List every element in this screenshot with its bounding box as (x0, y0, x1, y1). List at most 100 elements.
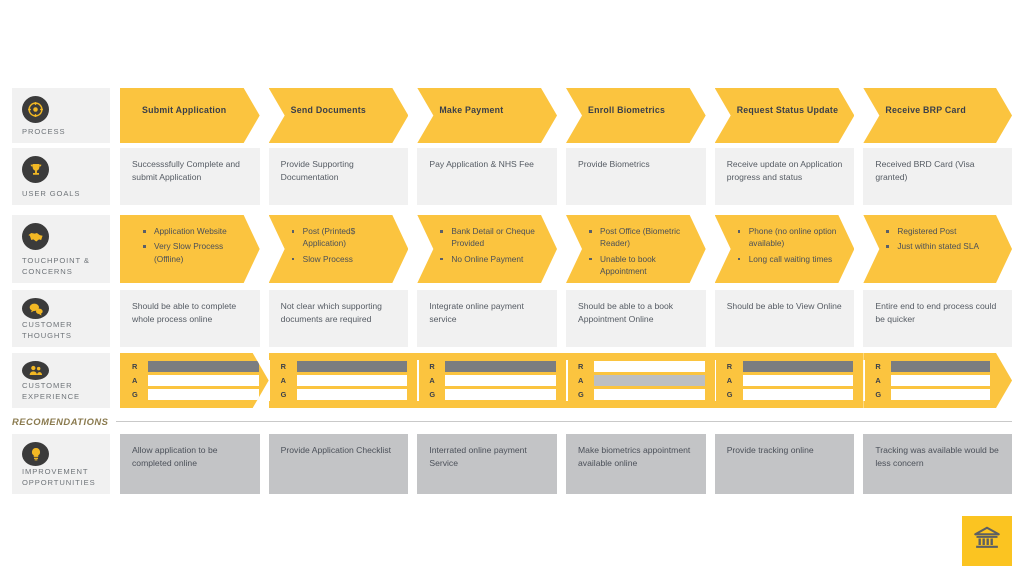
rag-divider (714, 360, 717, 401)
rag-bar-g (742, 388, 854, 400)
experience-cell[interactable]: R A G (714, 353, 864, 408)
thought-card: Integrate online payment service (417, 290, 558, 347)
row-label-text: TOUCHPOINT & CONCERNS (22, 256, 90, 276)
process-chevron[interactable]: Submit Application (120, 88, 260, 143)
improvement-card: Allow application to be completed online (120, 434, 260, 494)
experience-cell[interactable]: R A G (417, 353, 567, 408)
thought-cell[interactable]: Integrate online payment service (417, 290, 566, 347)
user-goal-card: Pay Application & NHS Fee (417, 148, 558, 205)
people-group-icon (22, 361, 49, 380)
rag-meter[interactable]: R A G (120, 353, 269, 408)
row-label-improvement-opportunities: IMPROVEMENT OPPORTUNITIES (12, 434, 110, 494)
rag-row-g: G (578, 388, 705, 400)
thought-card: Entire end to end process could be quick… (863, 290, 1013, 347)
improvement-card: Interrated online payment Service (417, 434, 558, 494)
row-customer-thoughts: CUSTOMER THOUGHTS Should be able to comp… (12, 290, 1013, 347)
rag-key: G (578, 389, 584, 399)
rag-key: R (875, 362, 881, 372)
rag-bar-g (148, 389, 259, 400)
improvement-cell[interactable]: Provide Application Checklist (268, 434, 418, 494)
rag-row-a: A (727, 375, 854, 387)
process-cell[interactable]: Make Payment (417, 88, 566, 143)
thought-cell[interactable]: Should be able to a book Appointment Onl… (566, 290, 715, 347)
rag-meter[interactable]: R A G (268, 353, 418, 408)
experience-cell[interactable]: R A G (120, 353, 269, 408)
touchpoint-cell[interactable]: Application Website Very Slow Process (O… (120, 215, 269, 283)
process-cycle-icon (22, 96, 49, 123)
touchpoint-cell[interactable]: Bank Detail or Cheque Provided No Online… (417, 215, 566, 283)
process-cell[interactable]: Request Status Update (715, 88, 864, 143)
process-chevron[interactable]: Make Payment (417, 88, 557, 143)
touchpoint-cell[interactable]: Post (Printed$ Application) Slow Process (269, 215, 418, 283)
improvement-cell[interactable]: Make biometrics appointment available on… (566, 434, 715, 494)
list-item: Unable to book Appointment (588, 253, 692, 278)
row-label-user-goals: USER GOALS (12, 148, 110, 205)
experience-cell[interactable]: R A G (863, 353, 1012, 408)
rag-key: A (875, 376, 881, 385)
rag-row-r: R (132, 361, 259, 373)
rag-meter[interactable]: R A G (714, 353, 864, 408)
row-process: PROCESS Submit Application Send Document… (12, 88, 1012, 143)
user-goal-cell[interactable]: Successsfully Complete and submit Applic… (120, 148, 269, 205)
improvement-card: Make biometrics appointment available on… (566, 434, 706, 494)
list-item: Slow Process (291, 253, 395, 265)
row-user-goals: USER GOALS Successsfully Complete and su… (12, 148, 1013, 205)
rag-bar-r (594, 361, 705, 373)
row-customer-experience-cells: R A G R (120, 353, 1012, 408)
process-cell[interactable]: Send Documents (269, 88, 418, 143)
touchpoint-list: Registered Post Just within stated SLA (877, 225, 998, 253)
row-customer-experience: CUSTOMER EXPERIENCE R A G (12, 353, 1012, 408)
process-cell[interactable]: Enroll Biometrics (566, 88, 715, 143)
touchpoint-cell[interactable]: Registered Post Just within stated SLA (863, 215, 1012, 283)
thought-cell[interactable]: Should be able to View Online (714, 290, 864, 347)
user-goal-cell[interactable]: Received BRD Card (Visa granted) (863, 148, 1013, 205)
touchpoint-chevron[interactable]: Phone (no online option available) Long … (715, 215, 855, 283)
thought-cell[interactable]: Should be able to complete whole process… (120, 290, 269, 347)
process-chevron[interactable]: Request Status Update (715, 88, 855, 143)
touchpoint-chevron[interactable]: Post Office (Biometric Reader) Unable to… (566, 215, 706, 283)
process-chevron[interactable]: Send Documents (269, 88, 409, 143)
rag-meter[interactable]: R A G (863, 353, 1012, 408)
list-item: Very Slow Process (Offline) (142, 240, 246, 265)
bank-building-icon (972, 524, 1002, 559)
touchpoint-list: Post Office (Biometric Reader) Unable to… (580, 225, 692, 278)
thought-cell[interactable]: Entire end to end process could be quick… (863, 290, 1013, 347)
rag-key: A (726, 376, 733, 385)
row-label-text: IMPROVEMENT OPPORTUNITIES (22, 467, 96, 487)
user-goal-cell[interactable]: Provide Biometrics (566, 148, 715, 205)
process-cell[interactable]: Submit Application (120, 88, 269, 143)
improvement-cell[interactable]: Tracking was available would be less con… (863, 434, 1013, 494)
list-item: Post (Printed$ Application) (291, 225, 395, 250)
improvement-cell[interactable]: Provide tracking online (714, 434, 864, 494)
touchpoint-chevron[interactable]: Application Website Very Slow Process (O… (120, 215, 260, 283)
user-goal-cell[interactable]: Receive update on Application progress a… (714, 148, 864, 205)
rag-divider (417, 360, 419, 401)
stage-title: Receive BRP Card (885, 105, 966, 115)
process-chevron[interactable]: Enroll Biometrics (566, 88, 706, 143)
rag-row-g: G (132, 388, 259, 400)
user-goal-card: Received BRD Card (Visa granted) (863, 148, 1013, 205)
rag-key: R (578, 362, 584, 372)
bank-logo[interactable] (962, 516, 1012, 566)
process-cell[interactable]: Receive BRP Card (863, 88, 1012, 143)
thought-cell[interactable]: Not clear which supporting documents are… (268, 290, 418, 347)
rag-row-g: G (429, 388, 557, 400)
rag-meter[interactable]: R A G (566, 353, 715, 408)
user-goal-cell[interactable]: Pay Application & NHS Fee (417, 148, 566, 205)
experience-cell[interactable]: R A G (268, 353, 418, 408)
rag-bar-a (594, 375, 705, 386)
improvement-cell[interactable]: Allow application to be completed online (120, 434, 269, 494)
process-chevron[interactable]: Receive BRP Card (863, 88, 1012, 143)
touchpoint-cell[interactable]: Post Office (Biometric Reader) Unable to… (566, 215, 715, 283)
user-goal-cell[interactable]: Provide Supporting Documentation (268, 148, 418, 205)
list-item: Bank Detail or Cheque Provided (439, 225, 543, 250)
experience-cell[interactable]: R A G (566, 353, 715, 408)
touchpoint-chevron[interactable]: Registered Post Just within stated SLA (863, 215, 1012, 283)
user-goal-card: Provide Supporting Documentation (268, 148, 409, 205)
rag-meter[interactable]: R A G (417, 353, 567, 408)
touchpoint-chevron[interactable]: Post (Printed$ Application) Slow Process (269, 215, 409, 283)
touchpoint-cell[interactable]: Phone (no online option available) Long … (715, 215, 864, 283)
touchpoint-chevron[interactable]: Bank Detail or Cheque Provided No Online… (417, 215, 557, 283)
improvement-cell[interactable]: Interrated online payment Service (417, 434, 566, 494)
